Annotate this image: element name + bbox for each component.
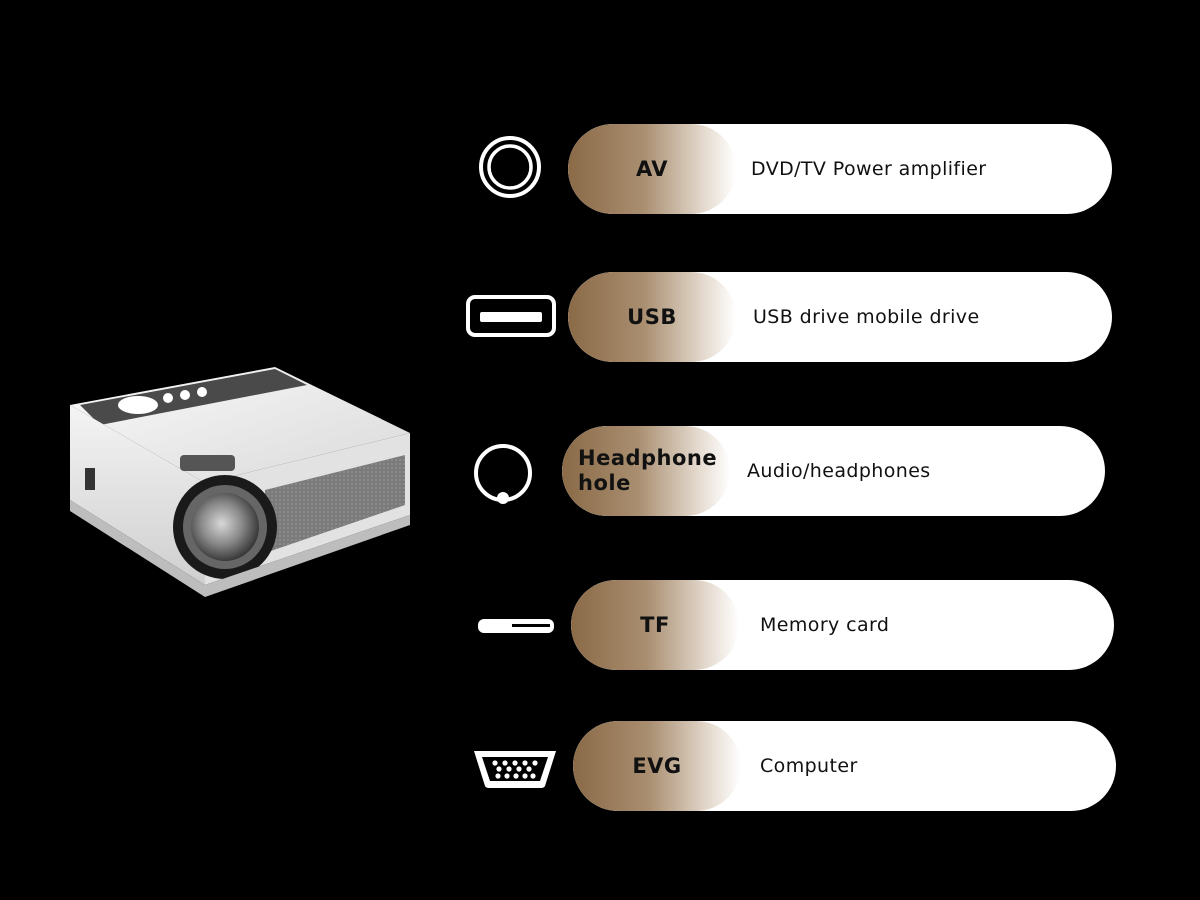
- port-label: Headphone hole: [562, 426, 730, 516]
- port-description: Computer: [760, 755, 858, 777]
- port-label: EVG: [573, 721, 741, 811]
- port-pill: AV DVD/TV Power amplifier: [568, 124, 1112, 214]
- port-label: USB: [568, 272, 736, 362]
- vga-port-icon: [474, 751, 556, 788]
- port-label: AV: [568, 124, 736, 214]
- projector-image: [70, 367, 410, 597]
- round-av-port-icon: [479, 136, 541, 198]
- tf-card-slot-icon: [478, 619, 554, 633]
- port-description: USB drive mobile drive: [753, 306, 980, 328]
- port-description: DVD/TV Power amplifier: [751, 158, 987, 180]
- headphone-jack-icon: [474, 444, 532, 504]
- port-pill: EVG Computer: [573, 721, 1116, 811]
- port-label: TF: [571, 580, 739, 670]
- port-description: Memory card: [760, 614, 890, 636]
- port-pill: Headphone hole Audio/headphones: [562, 426, 1105, 516]
- port-description: Audio/headphones: [747, 460, 931, 482]
- port-pill: USB USB drive mobile drive: [568, 272, 1112, 362]
- port-pill: TF Memory card: [571, 580, 1114, 670]
- usb-port-icon: [466, 295, 556, 337]
